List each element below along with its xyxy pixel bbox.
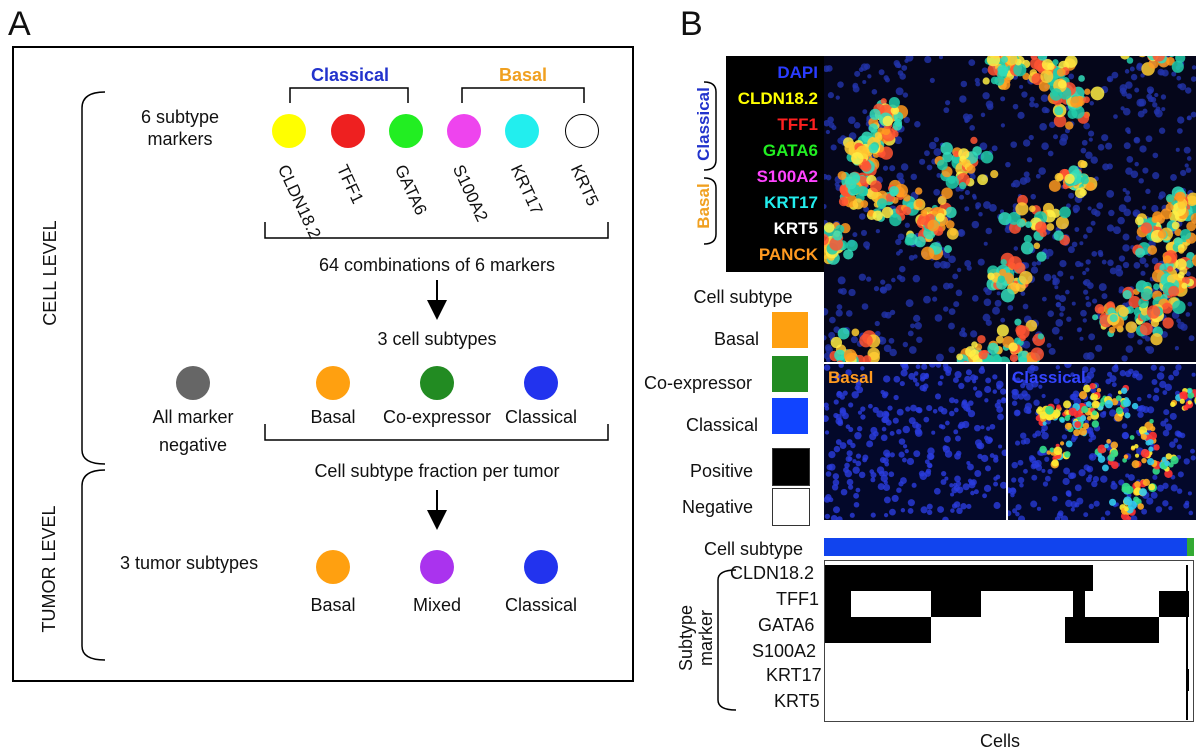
subtype-legend-label: Co-expressor: [644, 373, 753, 393]
heatmap-subtype-bar: [824, 538, 1194, 556]
heatmap-row-label: CLDN18.2: [730, 563, 815, 583]
stain-legend-item: TFF1: [777, 115, 818, 134]
markers-label-line1: 6 subtype: [140, 107, 220, 127]
subtype-legend-swatch: [772, 312, 808, 348]
inset-basal-image: Basal: [824, 364, 1006, 520]
marker-dot: [505, 114, 539, 148]
heatmap-y-label-line2: marker: [696, 610, 716, 667]
inset-classical-label: Classical: [1012, 368, 1086, 387]
heatmap-row-label: KRT17: [766, 665, 822, 685]
tumor-subtype-label: Classical: [504, 595, 578, 615]
negative-label: Negative: [682, 497, 754, 517]
cell-subtype-dot: [524, 366, 558, 400]
group-basal-label: Basal: [498, 65, 548, 85]
group-classical-label: Classical: [310, 65, 390, 85]
cell-subtype-label: Classical: [504, 407, 578, 427]
heatmap-row-label: KRT5: [774, 691, 820, 711]
panel-a-frame: [12, 46, 634, 682]
heatmap-row-label: S100A2: [752, 641, 817, 661]
heatmap-row-label: TFF1: [776, 589, 819, 609]
stain-legend-item: PANCK: [758, 245, 818, 264]
subtype-legend-swatch: [772, 356, 808, 392]
heatmap-row-label: GATA6: [758, 615, 815, 635]
combinations-label: 64 combinations of 6 markers: [318, 255, 556, 275]
inset-basal-label: Basal: [828, 368, 874, 387]
cell-subtype-dot: [420, 366, 454, 400]
stain-legend-item: KRT17: [764, 193, 818, 212]
tumor-subtype-label: Basal: [310, 595, 356, 615]
stain-legend-item: CLDN18.2: [737, 89, 818, 108]
stain-legend-item: KRT5: [773, 219, 818, 238]
marker-dot: [389, 114, 423, 148]
stain-legend-item: GATA6: [762, 141, 818, 160]
tumor-subtype-label: Mixed: [412, 595, 461, 615]
stain-legend-item: S100A2: [756, 167, 818, 186]
inset-classical-image: Classical: [1008, 364, 1196, 520]
cell-subtypes-title: 3 cell subtypes: [377, 329, 497, 349]
heatmap-x-label: Cells: [979, 731, 1020, 751]
cell-subtype-label-line2: negative: [158, 435, 228, 455]
cell-subtype-dot: [176, 366, 210, 400]
marker-dot: [272, 114, 306, 148]
side-classical-label: Classical: [694, 87, 713, 161]
marker-dot: [565, 114, 599, 148]
positive-label: Positive: [690, 461, 754, 481]
tumor-subtype-dot: [316, 550, 350, 584]
subtype-legend-label: Classical: [686, 415, 759, 435]
panel-a-letter: A: [8, 5, 31, 43]
stain-legend-item: DAPI: [777, 63, 818, 82]
heatmap-subtype-bar-coexpressor: [1187, 538, 1194, 556]
panel-b-letter: B: [680, 5, 703, 43]
subtype-legend-label: Basal: [714, 329, 760, 349]
heatmap-frame: [824, 560, 1194, 722]
cell-subtype-label: Co-expressor: [382, 407, 492, 427]
tumor-subtype-dot: [420, 550, 454, 584]
heatmap-y-label: Subtype marker: [676, 588, 716, 688]
tumor-subtype-dot: [524, 550, 558, 584]
side-basal-label: Basal: [694, 183, 713, 229]
positive-swatch: [772, 448, 810, 486]
fraction-label: Cell subtype fraction per tumor: [314, 461, 560, 481]
subtype-legend-swatch: [772, 398, 808, 434]
cell-subtype-dot: [316, 366, 350, 400]
marker-dot: [447, 114, 481, 148]
subtype-legend-title: Cell subtype: [693, 287, 793, 307]
tumor-subtypes-title: 3 tumor subtypes: [120, 553, 259, 573]
markers-label-line2: markers: [147, 129, 213, 149]
marker-dot: [331, 114, 365, 148]
negative-swatch: [772, 488, 810, 526]
fluorescence-image-main: [824, 56, 1196, 362]
heatmap-y-label-line1: Subtype: [676, 604, 696, 672]
cell-subtype-label: All marker: [152, 407, 234, 427]
cell-subtype-label: Basal: [310, 407, 356, 427]
heatmap-subtype-label: Cell subtype: [704, 539, 804, 559]
